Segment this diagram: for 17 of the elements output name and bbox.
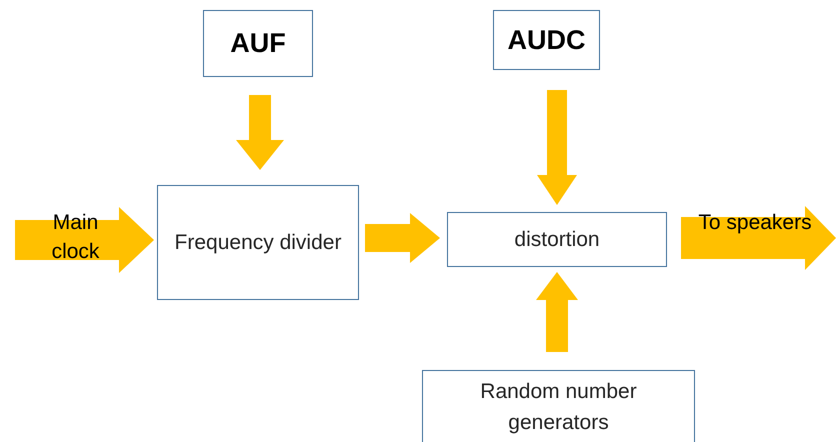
process-box <box>203 10 313 77</box>
block-arrow <box>536 272 578 352</box>
block-arrow <box>681 206 836 270</box>
node-label: distortion <box>513 226 601 253</box>
edge-label: To speakers <box>697 210 813 236</box>
block-arrow <box>15 207 154 273</box>
process-box <box>447 212 667 267</box>
node-label: Random number generators <box>479 378 638 436</box>
block-arrow <box>537 90 577 205</box>
block-arrow <box>365 213 440 263</box>
node-label: Frequency divider <box>174 230 342 256</box>
node-label: AUDC <box>506 24 586 57</box>
node-label: AUF <box>229 27 287 60</box>
block-arrow <box>236 95 284 170</box>
process-box <box>493 10 600 70</box>
process-box <box>422 370 695 442</box>
process-box <box>157 185 359 300</box>
